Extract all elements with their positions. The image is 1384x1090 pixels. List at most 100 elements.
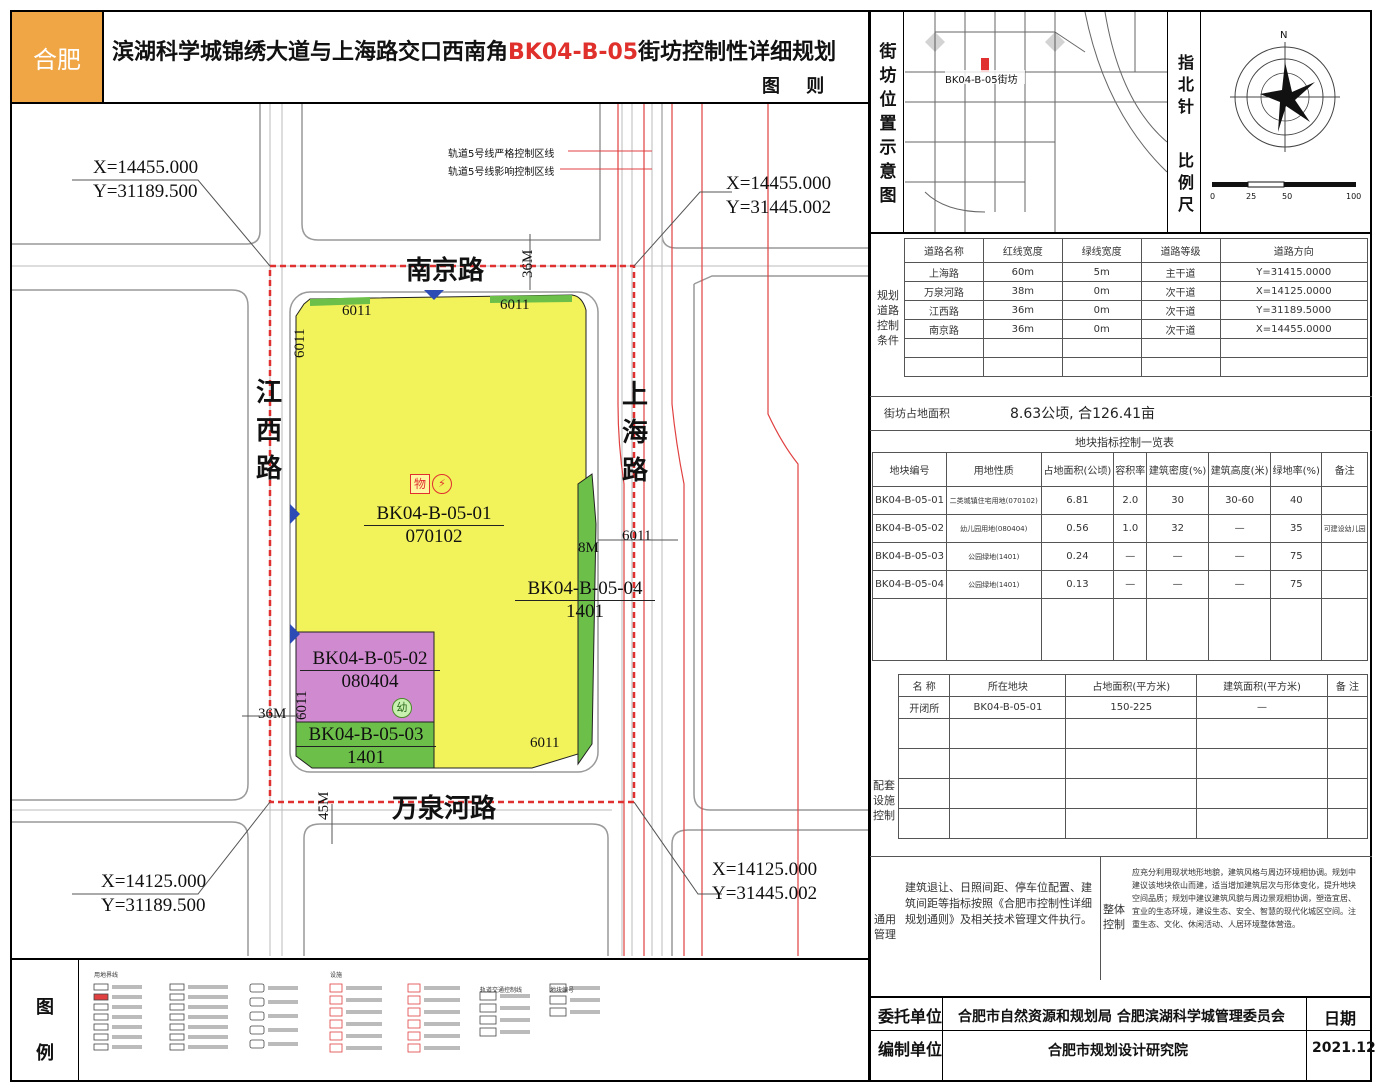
legend-col4-title: 设施 <box>330 972 343 979</box>
facility-section-label: 配套设施控制 <box>873 779 895 822</box>
header-divider <box>10 102 870 104</box>
road-south-label: 万泉河路 <box>392 794 497 824</box>
scale-bar <box>1212 181 1356 188</box>
location-map <box>905 12 1167 232</box>
green-width-east: 8M <box>578 540 599 556</box>
table-row <box>897 748 1369 779</box>
coord-bottom-left: X=14125.000 Y=31189.500 <box>101 871 207 916</box>
shop-icon: 物 <box>410 474 430 494</box>
parcel-04-label: BK04-B-05-04 1401 <box>515 578 655 623</box>
road-width-south: 45M <box>316 791 332 820</box>
scale-tick-2: 50 <box>1282 192 1293 201</box>
coord-bottom-right: X=14125.000 Y=31445.002 <box>712 859 818 904</box>
control-text: 应充分利用现状地形地貌，建筑风格与周边环境相协调。规划中建议该地块依山而建，适当… <box>1132 868 1356 929</box>
parcel-01-label: BK04-B-05-01 070102 <box>364 503 504 548</box>
date-value: 2021.12 <box>1312 1040 1376 1056</box>
legend-col1-title: 用地界线 <box>94 972 119 979</box>
client-label: 委托单位 <box>878 1007 943 1026</box>
footer-col-divider-2 <box>1306 996 1307 1082</box>
legend-label: 图例 <box>36 997 54 1064</box>
table-row <box>871 598 1368 661</box>
setback-west: 6011 <box>292 328 308 358</box>
area-label: 街坊占地面积 <box>884 407 950 420</box>
designer-label: 编制单位 <box>878 1040 943 1059</box>
compass-north: N <box>1280 30 1288 41</box>
roads-section-label: 规划道路控制条件 <box>877 289 899 347</box>
compass-label: 指北针 <box>1177 53 1194 116</box>
general-mid-divider <box>1100 856 1101 980</box>
roads-table-header: 道路名称 红线宽度 绿线宽度 道路等级 道路方向 <box>904 238 1368 263</box>
title-part1: 滨湖科学城锦绣大道与上海路交口西南角 <box>112 40 509 65</box>
location-right-divider <box>1167 12 1168 232</box>
coord-top-right: X=14455.000 Y=31445.002 <box>726 173 832 218</box>
title-part2: 街坊控制性详细规划 <box>638 40 837 65</box>
site-map <box>12 104 868 956</box>
kindergarten-icon: 幼 <box>392 698 412 718</box>
compass-rose-icon <box>1230 42 1340 152</box>
plan-title: 滨湖科学城锦绣大道与上海路交口西南角BK04-B-05街坊控制性详细规划 <box>112 34 836 66</box>
location-map-divider <box>903 12 904 232</box>
coord-top-left: X=14455.000 Y=31189.500 <box>93 157 199 202</box>
general-text: 建筑退让、日照间距、停车位配置、建筑间距等指标按照《合肥市控制性详细规划通则》及… <box>905 881 1092 926</box>
city-badge: 合肥 <box>12 12 104 102</box>
date-label: 日期 <box>1324 1009 1357 1028</box>
road-width-north: 36M <box>520 249 536 278</box>
scale-tick-1: 25 <box>1246 192 1257 201</box>
table-row <box>897 718 1369 749</box>
control-label: 整体控制 <box>1103 903 1125 931</box>
setback-south-left: 6011 <box>294 690 310 720</box>
location-map-label: 街坊位置示意图 <box>879 42 897 206</box>
rail-influence-control-label: 轨道5号线影响控制区线 <box>448 167 555 178</box>
power-station-icon: ⚡ <box>432 474 452 494</box>
road-width-west: 36M <box>258 706 287 722</box>
title-code: BK04-B-05 <box>508 40 639 65</box>
side-panel-frame <box>869 10 1372 1082</box>
general-divider <box>870 856 1372 857</box>
road-east-label: 上海路 <box>621 380 648 486</box>
table-row <box>904 357 1368 377</box>
scale-tick-0: 0 <box>1210 192 1216 201</box>
road-north-label: 南京路 <box>406 256 485 286</box>
setback-north-right: 6011 <box>500 297 530 313</box>
table-row <box>897 808 1369 839</box>
scale-label: 比例尺 <box>1177 151 1194 214</box>
area-value: 8.63公顷, 合126.41亩 <box>1010 406 1156 422</box>
footer-col-divider-1 <box>942 996 943 1082</box>
legend-label-divider <box>78 958 79 1082</box>
parcel-02-label: BK04-B-05-02 080404 <box>300 648 440 693</box>
legend-divider <box>10 958 870 960</box>
facility-table-header: 名 称 所在地块 占地面积(平方米) 建筑面积(平方米) 备 注 <box>897 674 1369 697</box>
side-divider-2 <box>870 396 1372 397</box>
scale-tick-3: 100 <box>1346 192 1362 201</box>
footer-divider-2 <box>870 1030 1372 1031</box>
legend-col6-title: 地块编号 <box>550 987 575 994</box>
plan-subtitle: 图 则 <box>762 76 835 97</box>
side-divider-1 <box>870 232 1372 234</box>
compass-divider <box>1200 12 1201 232</box>
road-west-label: 江西路 <box>255 378 282 484</box>
parcel-table-header: 地块编号 用地性质 占地面积(公顷) 容积率 建筑密度(%) 建筑高度(米) 绿… <box>871 452 1368 487</box>
setback-south: 6011 <box>530 735 560 751</box>
setback-north-left: 6011 <box>342 303 372 319</box>
legend-symbols <box>93 983 600 1053</box>
side-divider-3 <box>870 430 1372 431</box>
designer-value: 合肥市规划设计研究院 <box>1048 1043 1188 1059</box>
parcel-03-label: BK04-B-05-03 1401 <box>296 724 436 769</box>
table-row <box>897 778 1369 809</box>
parcel-index-table: 地块编号 用地性质 占地面积(公顷) 容积率 建筑密度(%) 建筑高度(米) 绿… <box>871 452 1368 661</box>
setback-east: 6011 <box>622 528 652 544</box>
footer-divider-1 <box>870 996 1372 998</box>
table-row <box>904 338 1368 358</box>
client-value: 合肥市自然资源和规划局 合肥滨湖科学城管理委员会 <box>958 1009 1285 1025</box>
